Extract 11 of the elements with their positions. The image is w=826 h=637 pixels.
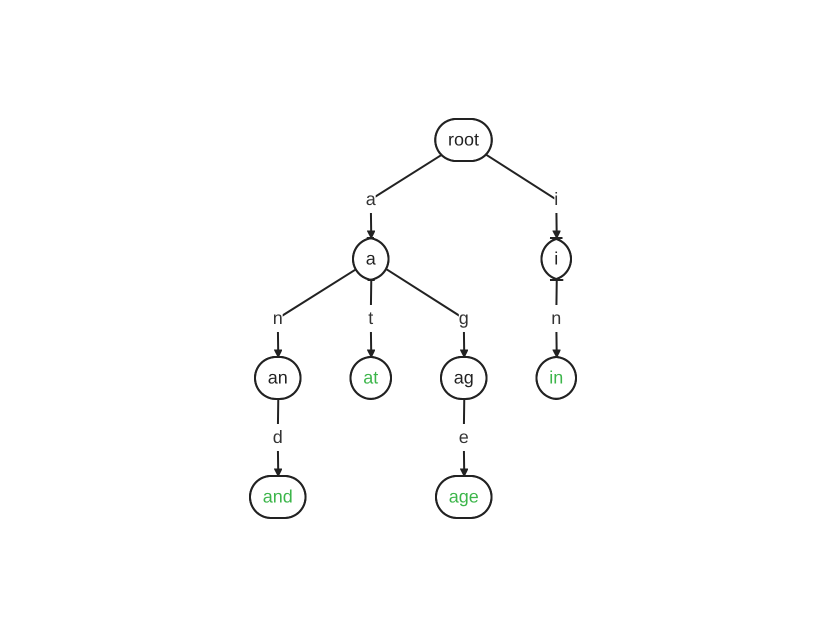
edge-label: e: [458, 426, 469, 447]
edge-label: t: [368, 308, 374, 328]
arrow: [486, 154, 562, 239]
edge-label: g: [458, 308, 469, 328]
edge-label: n: [551, 308, 562, 328]
edge-label: a: [366, 189, 376, 210]
edge-label: n: [272, 308, 283, 328]
edge-label: i: [554, 189, 558, 210]
arrow: [366, 280, 376, 358]
arrow: [386, 268, 469, 358]
edge-label: d: [272, 426, 283, 447]
